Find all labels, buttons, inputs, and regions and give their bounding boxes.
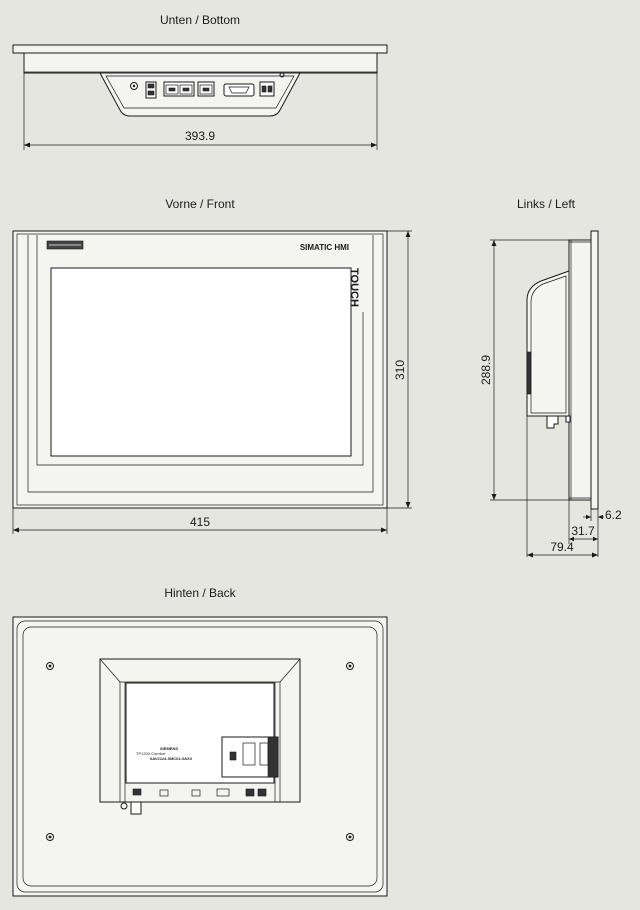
ethernet-port-icon xyxy=(197,81,215,97)
ground-screw-icon xyxy=(130,82,138,90)
brand-label: SIMATIC HMI xyxy=(300,243,349,252)
svg-text:TP1200 Comfort: TP1200 Comfort xyxy=(136,751,166,756)
back-interface-ports xyxy=(132,788,267,797)
power-terminal-icon xyxy=(259,81,275,97)
ethernet-port-icon xyxy=(163,81,195,97)
bottom-housing xyxy=(23,52,378,74)
mounting-hole-icon xyxy=(46,833,54,841)
left-depth-dimension: 79.4 xyxy=(550,540,574,554)
front-view: Vorne / Front SIMATIC HMI TOUCH 310 415 xyxy=(12,197,412,534)
front-view-title: Vorne / Front xyxy=(165,197,235,211)
ground-tab xyxy=(130,801,142,815)
left-clip xyxy=(546,415,559,429)
grounding-point-icon xyxy=(279,72,285,78)
back-view: Hinten / Back SIEMENS TP1200 Comfort 6AV… xyxy=(12,586,388,897)
back-view-title: Hinten / Back xyxy=(164,586,236,600)
front-height-dimension: 310 xyxy=(393,360,407,380)
rating-label: SIEMENS TP1200 Comfort 6AV2124-0MC01-0AX… xyxy=(136,746,193,761)
left-front-plate xyxy=(590,230,599,510)
ground-screw-icon xyxy=(120,802,128,810)
left-dimension-small: 6.2 xyxy=(605,508,622,522)
bottom-view-title: Unten / Bottom xyxy=(160,13,240,27)
mounting-hole-icon xyxy=(346,833,354,841)
svg-text:6AV2124-0MC01-0AX0: 6AV2124-0MC01-0AX0 xyxy=(150,756,193,761)
serial-port-icon xyxy=(223,83,255,97)
memory-card-slot-icon xyxy=(221,736,279,778)
left-view-title: Links / Left xyxy=(517,197,576,211)
left-view: Links / Left 288.9 6.2 31.7 79.4 xyxy=(479,197,622,558)
left-housing xyxy=(568,239,592,501)
mounting-hole-icon xyxy=(46,662,54,670)
bottom-front-plate xyxy=(12,44,388,54)
left-height-dimension: 288.9 xyxy=(479,355,493,385)
svg-text:SIEMENS: SIEMENS xyxy=(160,746,178,751)
bottom-width-dimension: 393.9 xyxy=(185,129,215,143)
left-dimension-mid: 31.7 xyxy=(571,524,595,538)
front-display-area xyxy=(50,267,352,457)
mounting-hole-icon xyxy=(346,662,354,670)
usb-port-icon xyxy=(145,81,157,99)
front-width-dimension: 415 xyxy=(190,515,210,529)
touch-label: TOUCH xyxy=(348,268,360,307)
bottom-view: Unten / Bottom xyxy=(12,13,388,150)
